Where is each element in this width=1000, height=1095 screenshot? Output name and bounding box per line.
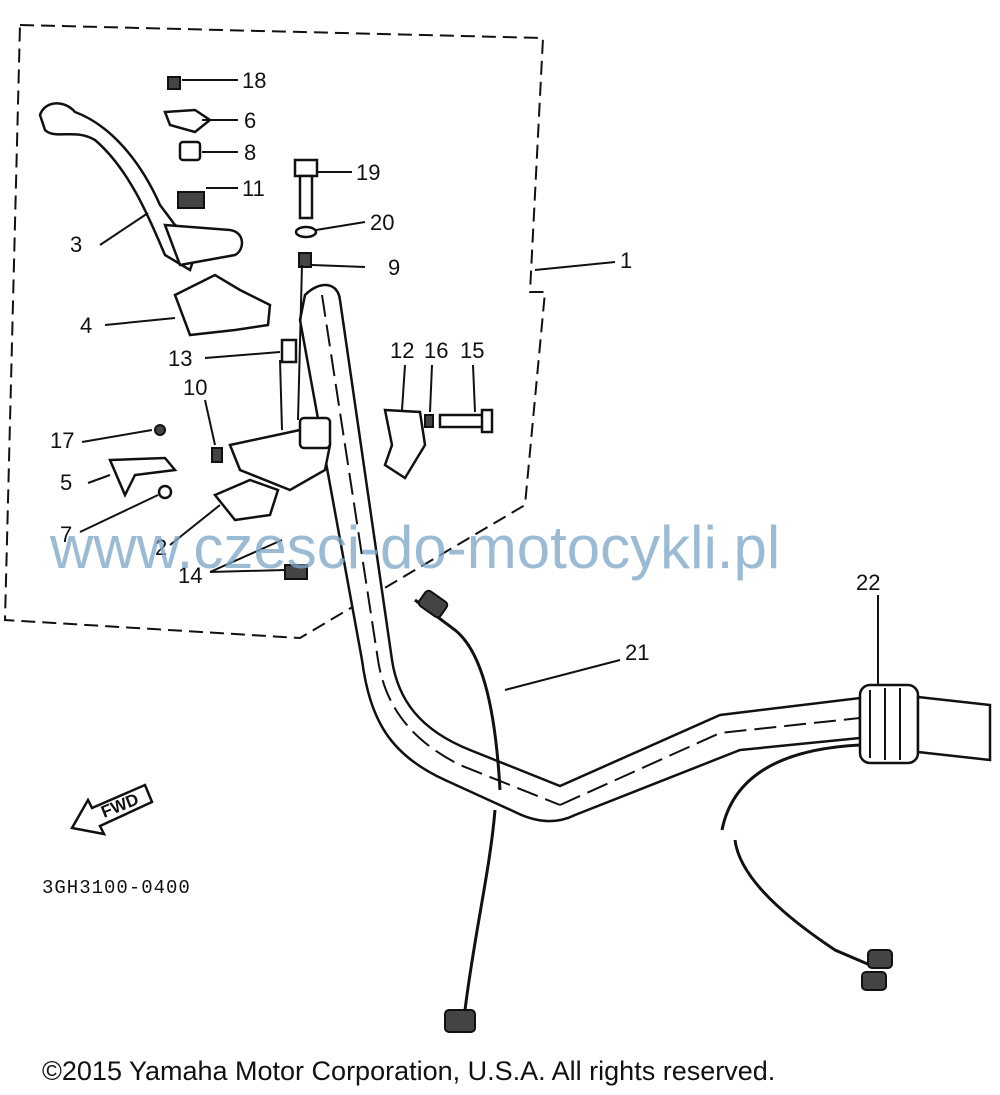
callout-21: 21 bbox=[625, 640, 649, 665]
callout-17: 17 bbox=[50, 428, 74, 453]
callout-18: 18 bbox=[242, 68, 266, 93]
fwd-arrow: FWD bbox=[70, 783, 154, 836]
diagram-code: 3GH3100-0400 bbox=[42, 877, 191, 899]
bolt-19 bbox=[293, 158, 319, 239]
grip-wiring bbox=[720, 743, 893, 991]
copyright-notice: ©2015 Yamaha Motor Corporation, U.S.A. A… bbox=[42, 1056, 775, 1086]
callout-7: 7 bbox=[60, 522, 72, 547]
stack-parts bbox=[163, 76, 312, 268]
callout-1: 1 bbox=[620, 248, 632, 273]
clamp-12 bbox=[383, 408, 494, 480]
callout-12: 12 bbox=[390, 338, 414, 363]
callout-2: 2 bbox=[155, 535, 167, 560]
handlebar bbox=[298, 283, 862, 823]
callout-9: 9 bbox=[388, 255, 400, 280]
assembly-boundary bbox=[3, 23, 547, 640]
callout-16: 16 bbox=[424, 338, 448, 363]
callout-15: 15 bbox=[460, 338, 484, 363]
clutch-lever-3 bbox=[38, 102, 244, 272]
callout-8: 8 bbox=[244, 140, 256, 165]
callout-4: 4 bbox=[80, 313, 92, 338]
bracket-4 bbox=[173, 273, 272, 337]
watermark: www.czesci-do-motocykli.pl bbox=[49, 514, 780, 581]
callout-19: 19 bbox=[356, 160, 380, 185]
callout-10: 10 bbox=[183, 375, 207, 400]
callout-6: 6 bbox=[244, 108, 256, 133]
callout-14: 14 bbox=[178, 563, 202, 588]
callout-22: 22 bbox=[856, 570, 880, 595]
callout-11: 11 bbox=[242, 176, 265, 201]
callout-13: 13 bbox=[168, 346, 192, 371]
switch-lead-21 bbox=[414, 589, 502, 1033]
grip-22 bbox=[858, 683, 992, 765]
callout-20: 20 bbox=[370, 210, 394, 235]
callout-5: 5 bbox=[60, 470, 72, 495]
leader-lines bbox=[79, 79, 879, 691]
callout-3: 3 bbox=[70, 232, 82, 257]
lever-holder-2 bbox=[108, 338, 332, 580]
